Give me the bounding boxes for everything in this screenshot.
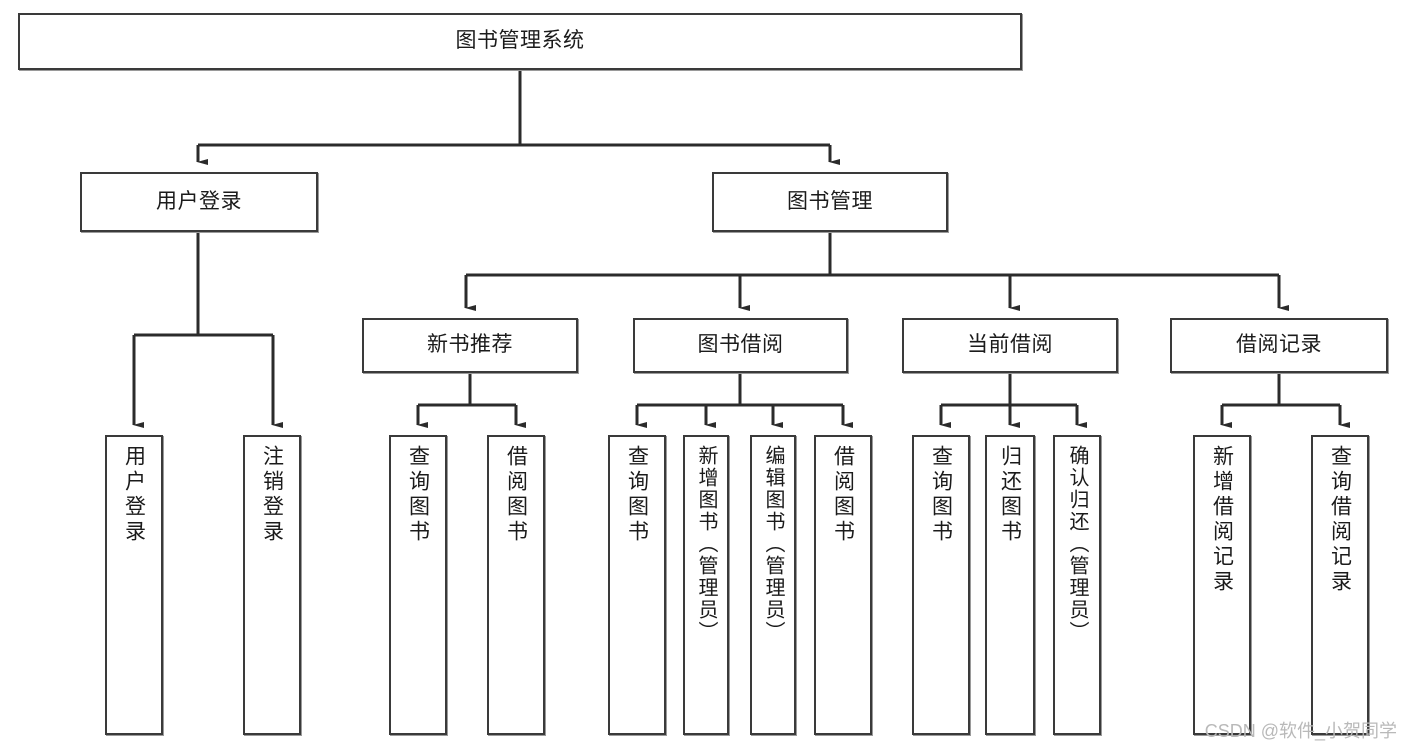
node-label: 借阅图书: [831, 445, 855, 545]
node-leaf-logout[interactable]: 注销登录: [243, 435, 301, 735]
node-user-login[interactable]: 用户登录: [80, 172, 318, 232]
node-label: 归还图书: [998, 445, 1022, 545]
node-book-management[interactable]: 图书管理: [712, 172, 948, 232]
node-leaf-confirm-return-admin[interactable]: 确认归还（管理员）: [1053, 435, 1101, 735]
node-leaf-borrow-book-newbook[interactable]: 借阅图书: [487, 435, 545, 735]
node-label: 图书管理: [787, 189, 873, 213]
node-label: 借阅记录: [1236, 333, 1322, 357]
node-label: 编辑图书（管理员）: [762, 445, 784, 643]
node-leaf-query-borrow-record[interactable]: 查询借阅记录: [1311, 435, 1369, 735]
watermark-text: CSDN @软件_小贺同学: [1204, 721, 1397, 741]
node-root-system[interactable]: 图书管理系统: [18, 13, 1022, 70]
node-new-book-recommend[interactable]: 新书推荐: [362, 318, 578, 373]
node-label: 新增图书（管理员）: [695, 445, 717, 643]
node-label: 查询图书: [406, 445, 430, 545]
node-leaf-query-book-current[interactable]: 查询图书: [912, 435, 970, 735]
node-current-borrow[interactable]: 当前借阅: [902, 318, 1118, 373]
node-label: 查询图书: [929, 445, 953, 545]
node-leaf-borrow-book[interactable]: 借阅图书: [814, 435, 872, 735]
node-label: 新书推荐: [427, 333, 513, 357]
node-label: 新增借阅记录: [1210, 445, 1234, 595]
node-leaf-add-borrow-record[interactable]: 新增借阅记录: [1193, 435, 1251, 735]
node-label: 查询图书: [625, 445, 649, 545]
node-label: 图书借阅: [697, 333, 784, 357]
node-label: 查询借阅记录: [1328, 445, 1352, 595]
node-label: 图书管理系统: [455, 29, 585, 53]
node-book-borrow[interactable]: 图书借阅: [633, 318, 848, 373]
node-leaf-query-book-borrow[interactable]: 查询图书: [608, 435, 666, 735]
node-borrow-record[interactable]: 借阅记录: [1170, 318, 1388, 373]
node-label: 当前借阅: [967, 333, 1053, 357]
node-leaf-add-book-admin[interactable]: 新增图书（管理员）: [683, 435, 729, 735]
node-label: 借阅图书: [504, 445, 528, 545]
node-label: 用户登录: [122, 445, 146, 545]
node-leaf-user-login[interactable]: 用户登录: [105, 435, 163, 735]
node-label: 注销登录: [260, 445, 284, 545]
node-label: 确认归还（管理员）: [1066, 445, 1088, 643]
node-leaf-query-book-newbook[interactable]: 查询图书: [389, 435, 447, 735]
node-label: 用户登录: [156, 189, 242, 213]
node-leaf-edit-book-admin[interactable]: 编辑图书（管理员）: [750, 435, 796, 735]
node-leaf-return-book[interactable]: 归还图书: [985, 435, 1035, 735]
